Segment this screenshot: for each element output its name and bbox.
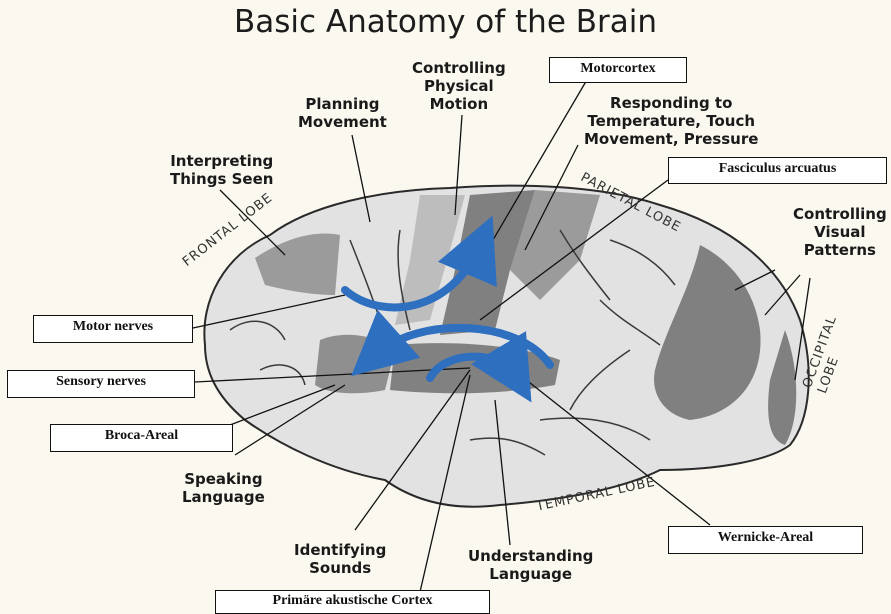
label-speaking-language: Speaking Language — [182, 470, 265, 506]
broca-region — [315, 335, 395, 393]
label-identifying-sounds: Identifying Sounds — [294, 541, 386, 577]
box-sensory-nerves: Sensory nerves — [7, 370, 195, 398]
label-controlling-visual: Controlling Visual Patterns — [793, 205, 887, 259]
box-broca: Broca-Areal — [50, 424, 233, 452]
box-wernicke: Wernicke-Areal — [668, 526, 863, 554]
box-motor-nerves: Motor nerves — [33, 315, 193, 343]
box-fasciculus: Fasciculus arcuatus — [668, 157, 887, 184]
box-motorcortex: Motorcortex — [549, 57, 687, 83]
label-responding: Responding to Temperature, Touch Movemen… — [584, 94, 758, 148]
label-planning-movement: Planning Movement — [298, 95, 387, 131]
label-controlling-physical-motion: Controlling Physical Motion — [412, 59, 506, 113]
label-understanding-language: Understanding Language — [468, 547, 593, 583]
label-interpreting: Interpreting Things Seen — [170, 152, 273, 188]
box-primaere: Primäre akustische Cortex — [215, 590, 490, 614]
page-title: Basic Anatomy of the Brain — [0, 4, 891, 40]
